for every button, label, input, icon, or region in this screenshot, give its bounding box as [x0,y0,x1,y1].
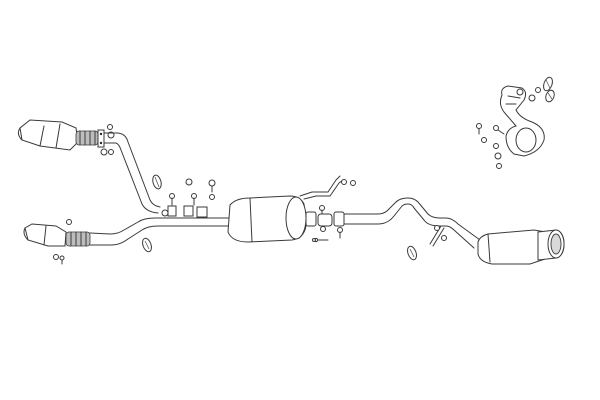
muffler-hanger [299,175,356,200]
lower-catalytic-converter [23,223,67,247]
lower-flex-pipe [65,231,91,247]
clamp-bolts-detail [476,123,505,169]
mid-joint-hardware [305,205,345,243]
upper-catalytic-converter [17,119,79,151]
lower-front-pipe [89,217,231,246]
upper-front-pipe [103,132,161,214]
upper-flange [97,129,105,148]
loose-bolts [59,238,316,265]
upper-flex-pipe [75,130,99,146]
rear-hanger [429,225,447,247]
joint-hardware [152,174,216,218]
tail-pipe-tip [537,229,565,261]
clamp-assembly-detail [499,76,555,157]
lower-pipe-clamp-tag [142,237,152,253]
hanger-tag [407,245,417,261]
rear-intermediate-pipe [343,197,481,249]
center-muffler [227,195,307,243]
lower-gaskets [53,219,72,260]
upper-gasket-bolts [100,124,115,156]
